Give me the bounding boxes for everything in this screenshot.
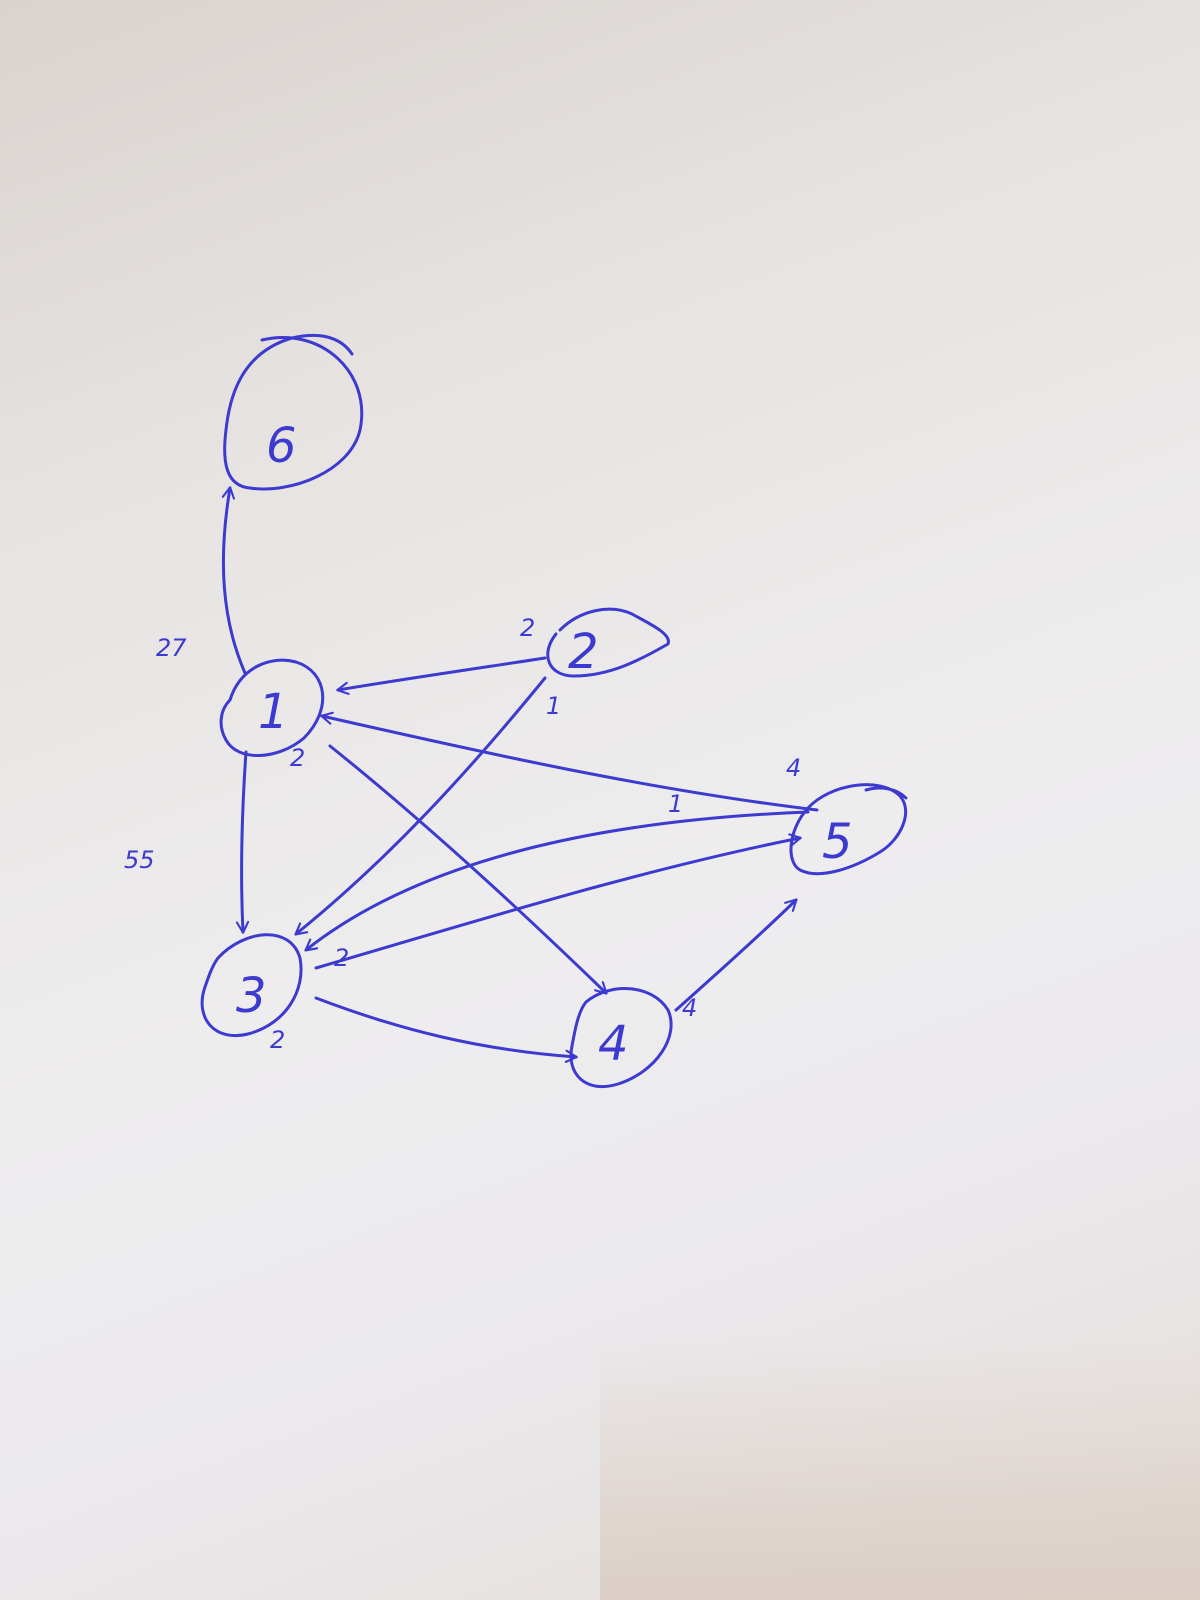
node-label-6: 6 <box>266 418 297 474</box>
edge-1-6 <box>221 486 247 675</box>
node-label-4: 4 <box>598 1016 629 1072</box>
weight-5-1: 4 <box>786 754 801 782</box>
node-label-1: 1 <box>258 684 289 740</box>
node-6: 6 <box>223 333 364 491</box>
node-3: 3 <box>200 933 303 1037</box>
node-label-5: 5 <box>822 814 853 870</box>
node-4: 4 <box>569 987 673 1089</box>
node-5: 5 <box>789 783 908 876</box>
weight-3-5: 2 <box>334 944 349 972</box>
weight-1-4: 2 <box>290 744 305 772</box>
edge-3-5 <box>314 833 802 970</box>
weight-1-3: 55 <box>124 846 155 874</box>
edge-3-4 <box>314 996 578 1063</box>
edge-5-1 <box>320 711 819 812</box>
node-label-3: 3 <box>236 968 267 1024</box>
edge-4-5 <box>674 898 798 1012</box>
node-2: 2 <box>546 607 670 680</box>
weight-1-6: 27 <box>156 634 187 662</box>
weight-2-1: 2 <box>520 614 535 642</box>
edge-5-3 <box>304 810 810 952</box>
shadow <box>600 1340 1200 1600</box>
edge-1-4 <box>328 744 608 995</box>
edge-labels: 27 55 2 1 2 4 1 2 2 4 <box>124 614 801 1054</box>
nodes: 6 1 2 3 4 5 <box>200 333 908 1089</box>
edge-2-1 <box>336 656 547 695</box>
edge-1-3 <box>235 750 250 934</box>
weight-3-4: 2 <box>270 1026 285 1054</box>
edge-2-3 <box>294 676 547 936</box>
weight-5-3: 1 <box>668 790 683 818</box>
node-1: 1 <box>219 658 325 757</box>
node-label-2: 2 <box>568 624 599 680</box>
weight-4-5: 4 <box>682 994 697 1022</box>
weight-2-3: 1 <box>546 692 561 720</box>
edges <box>221 486 819 1063</box>
